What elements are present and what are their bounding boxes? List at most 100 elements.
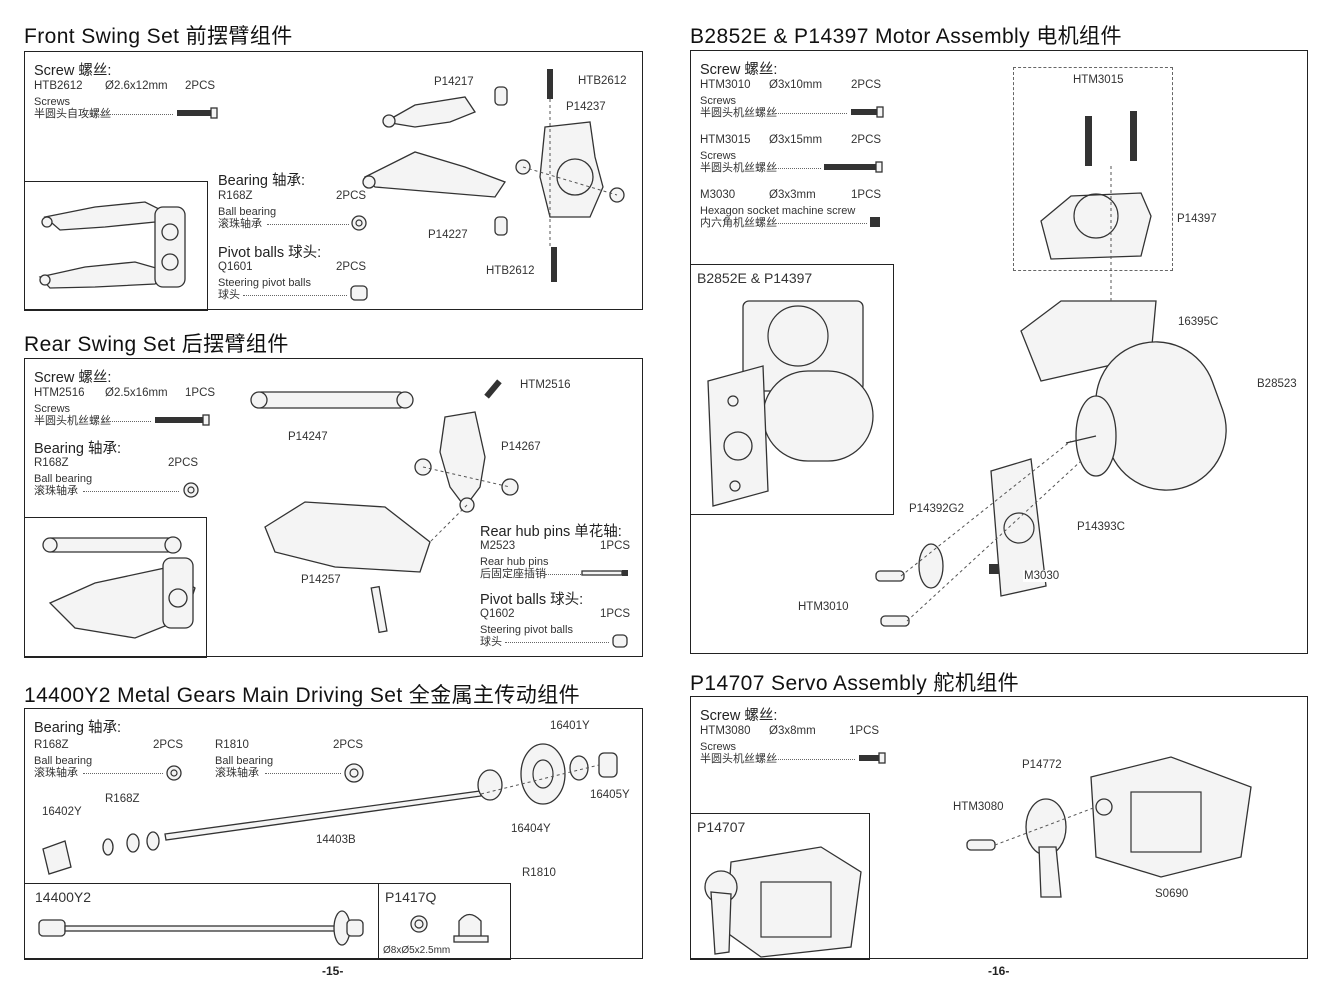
servo-inset: P14707 [690,813,870,960]
rear-hubpins-header: Rear hub pins 单花轴: [480,524,622,540]
screw-icon [859,752,886,764]
servo-screw-header: Screw 螺丝: [700,708,778,724]
screw-icon [851,106,884,118]
servo-inset-title: P14707 [697,819,746,835]
rear-swing-inset [24,517,207,658]
motor-screw1-cn: 半圆头机丝螺丝 [700,107,777,119]
rear-hubpins-code: M2523 [480,540,516,552]
bearing-icon [183,482,199,498]
gears-b2-en: Ball bearing [215,755,274,767]
gears-b2-code: R1810 [215,739,249,751]
motor-title: B2852E & P14397 Motor Assembly 电机组件 [690,25,1122,48]
rear-swing-exploded-icon [250,379,519,634]
gears-b1-qty: 2PCS [153,739,184,751]
servo-screw-size: Ø3x8mm [769,725,816,737]
front-label-4: P14227 [427,229,469,241]
gears-bearing-header: Bearing 轴承: [34,720,122,736]
screw-icon [177,107,218,119]
front-pivot-qty: 2PCS [336,261,367,273]
rear-bearing-en: Ball bearing [34,473,93,485]
page-number-right: -16- [988,964,1010,978]
front-screw-qty: 2PCS [185,80,216,92]
pivot-ball-icon [350,285,368,301]
motor-assembly-icon [707,300,874,507]
rear-bearing-qty: 2PCS [168,457,199,469]
gears-b2-qty: 2PCS [333,739,364,751]
front-swing-panel: Screw 螺丝: HTB2612 Ø2.6x12mm 2PCS Screws … [24,51,643,311]
motor-label-7: M3030 [1023,570,1061,582]
rear-pivot-code: Q1602 [480,608,515,620]
bearing-icon [344,763,364,783]
rear-pivot-en: Steering pivot balls [480,624,573,636]
p1417q-inset: P1417Q Ø8xØ5x2.5mm [378,883,511,960]
front-swing-inset [24,181,208,311]
screw-icon [824,161,883,173]
page-number-left: -15- [322,964,344,978]
servo-label-2: HTM3080 [952,801,1005,813]
motor-label-8: HTM3010 [797,601,850,613]
front-label-2: HTB2612 [577,75,628,87]
servo-assembly-icon [704,846,862,958]
rear-screw-header: Screw 螺丝: [34,370,112,386]
rear-screw-qty: 1PCS [185,387,216,399]
motor-screw1-en: Screws [700,95,737,107]
front-screw-code: HTB2612 [34,80,83,92]
rear-screw-code: HTM2516 [34,387,85,399]
motor-screw3-qty: 1PCS [851,189,882,201]
front-swing-assembly-icon [38,201,186,289]
rear-screw-en: Screws [34,403,71,415]
motor-label-6: P14393C [1076,521,1126,533]
motor-label-5: P14392G2 [908,503,965,515]
servo-screw-cn: 半圆头机丝螺丝 [700,753,777,765]
rear-pivot-qty: 1PCS [600,608,631,620]
bearing-icon [166,765,182,781]
front-screw-cn: 半圆头自攻螺丝 [34,108,111,120]
gears-label-6: 16404Y [510,823,552,835]
motor-screw2-qty: 2PCS [851,134,882,146]
rear-screw-size: Ø2.5x16mm [105,387,168,399]
front-bearing-cn: 滚珠轴承 [218,218,262,230]
motor-label-2: P14397 [1176,213,1218,225]
motor-screw2-cn: 半圆头机丝螺丝 [700,162,777,174]
gears-label-7: R1810 [521,867,557,879]
motor-screw2-code: HTM3015 [700,134,751,146]
gears-b1-en: Ball bearing [34,755,93,767]
gears-title: 14400Y2 Metal Gears Main Driving Set 全金属… [24,684,581,707]
front-label-3: P14237 [565,101,607,113]
rear-swing-panel: Screw 螺丝: HTM2516 Ø2.5x16mm 1PCS Screws … [24,358,643,658]
rear-pivot-header: Pivot balls 球头: [480,592,584,608]
p1417q-part-icon [410,913,489,943]
motor-screw2-size: Ø3x15mm [769,134,823,146]
gears-label-1: 16401Y [549,720,591,732]
gears-b1-code: R168Z [34,739,69,751]
rear-swing-title: Rear Swing Set 后摆臂组件 [24,333,289,356]
front-label-5: HTB2612 [485,265,536,277]
gears-b2-cn: 滚珠轴承 [215,767,259,779]
servo-panel: Screw 螺丝: HTM3080 Ø3x8mm 1PCS Screws 半圆头… [690,696,1308,960]
bearing-icon [351,215,367,231]
gears-assembly-label: 14400Y2 [35,889,92,905]
rear-bearing-header: Bearing 轴承: [34,441,122,457]
front-bearing-en: Ball bearing [218,206,277,218]
front-swing-exploded-icon [362,69,625,282]
front-screw-en: Screws [34,96,71,108]
servo-label-3: S0690 [1154,888,1190,900]
front-bearing-qty: 2PCS [336,190,367,202]
gears-b1-cn: 滚珠轴承 [34,767,78,779]
motor-panel: Screw 螺丝: HTM3010 Ø3x10mm 2PCS Screws 半圆… [690,50,1308,654]
drive-assembly-icon [38,910,364,946]
motor-screw3-size: Ø3x3mm [769,189,816,201]
front-bearing-header: Bearing 轴承: [218,173,306,189]
front-pivot-en: Steering pivot balls [218,277,311,289]
motor-exploded-icon [875,111,1227,627]
front-pivot-code: Q1601 [218,261,253,273]
screw-icon [155,414,210,426]
servo-screw-code: HTM3080 [700,725,751,737]
rear-label-3: P14267 [500,441,542,453]
front-pivot-header: Pivot balls 球头: [218,245,322,261]
hub-pin-icon [581,570,628,576]
p1417q-title: P1417Q [385,889,437,905]
p1417q-dims: Ø8xØ5x2.5mm [383,945,451,956]
rear-bearing-cn: 滚珠轴承 [34,485,78,497]
gears-label-3: 16402Y [41,806,83,818]
